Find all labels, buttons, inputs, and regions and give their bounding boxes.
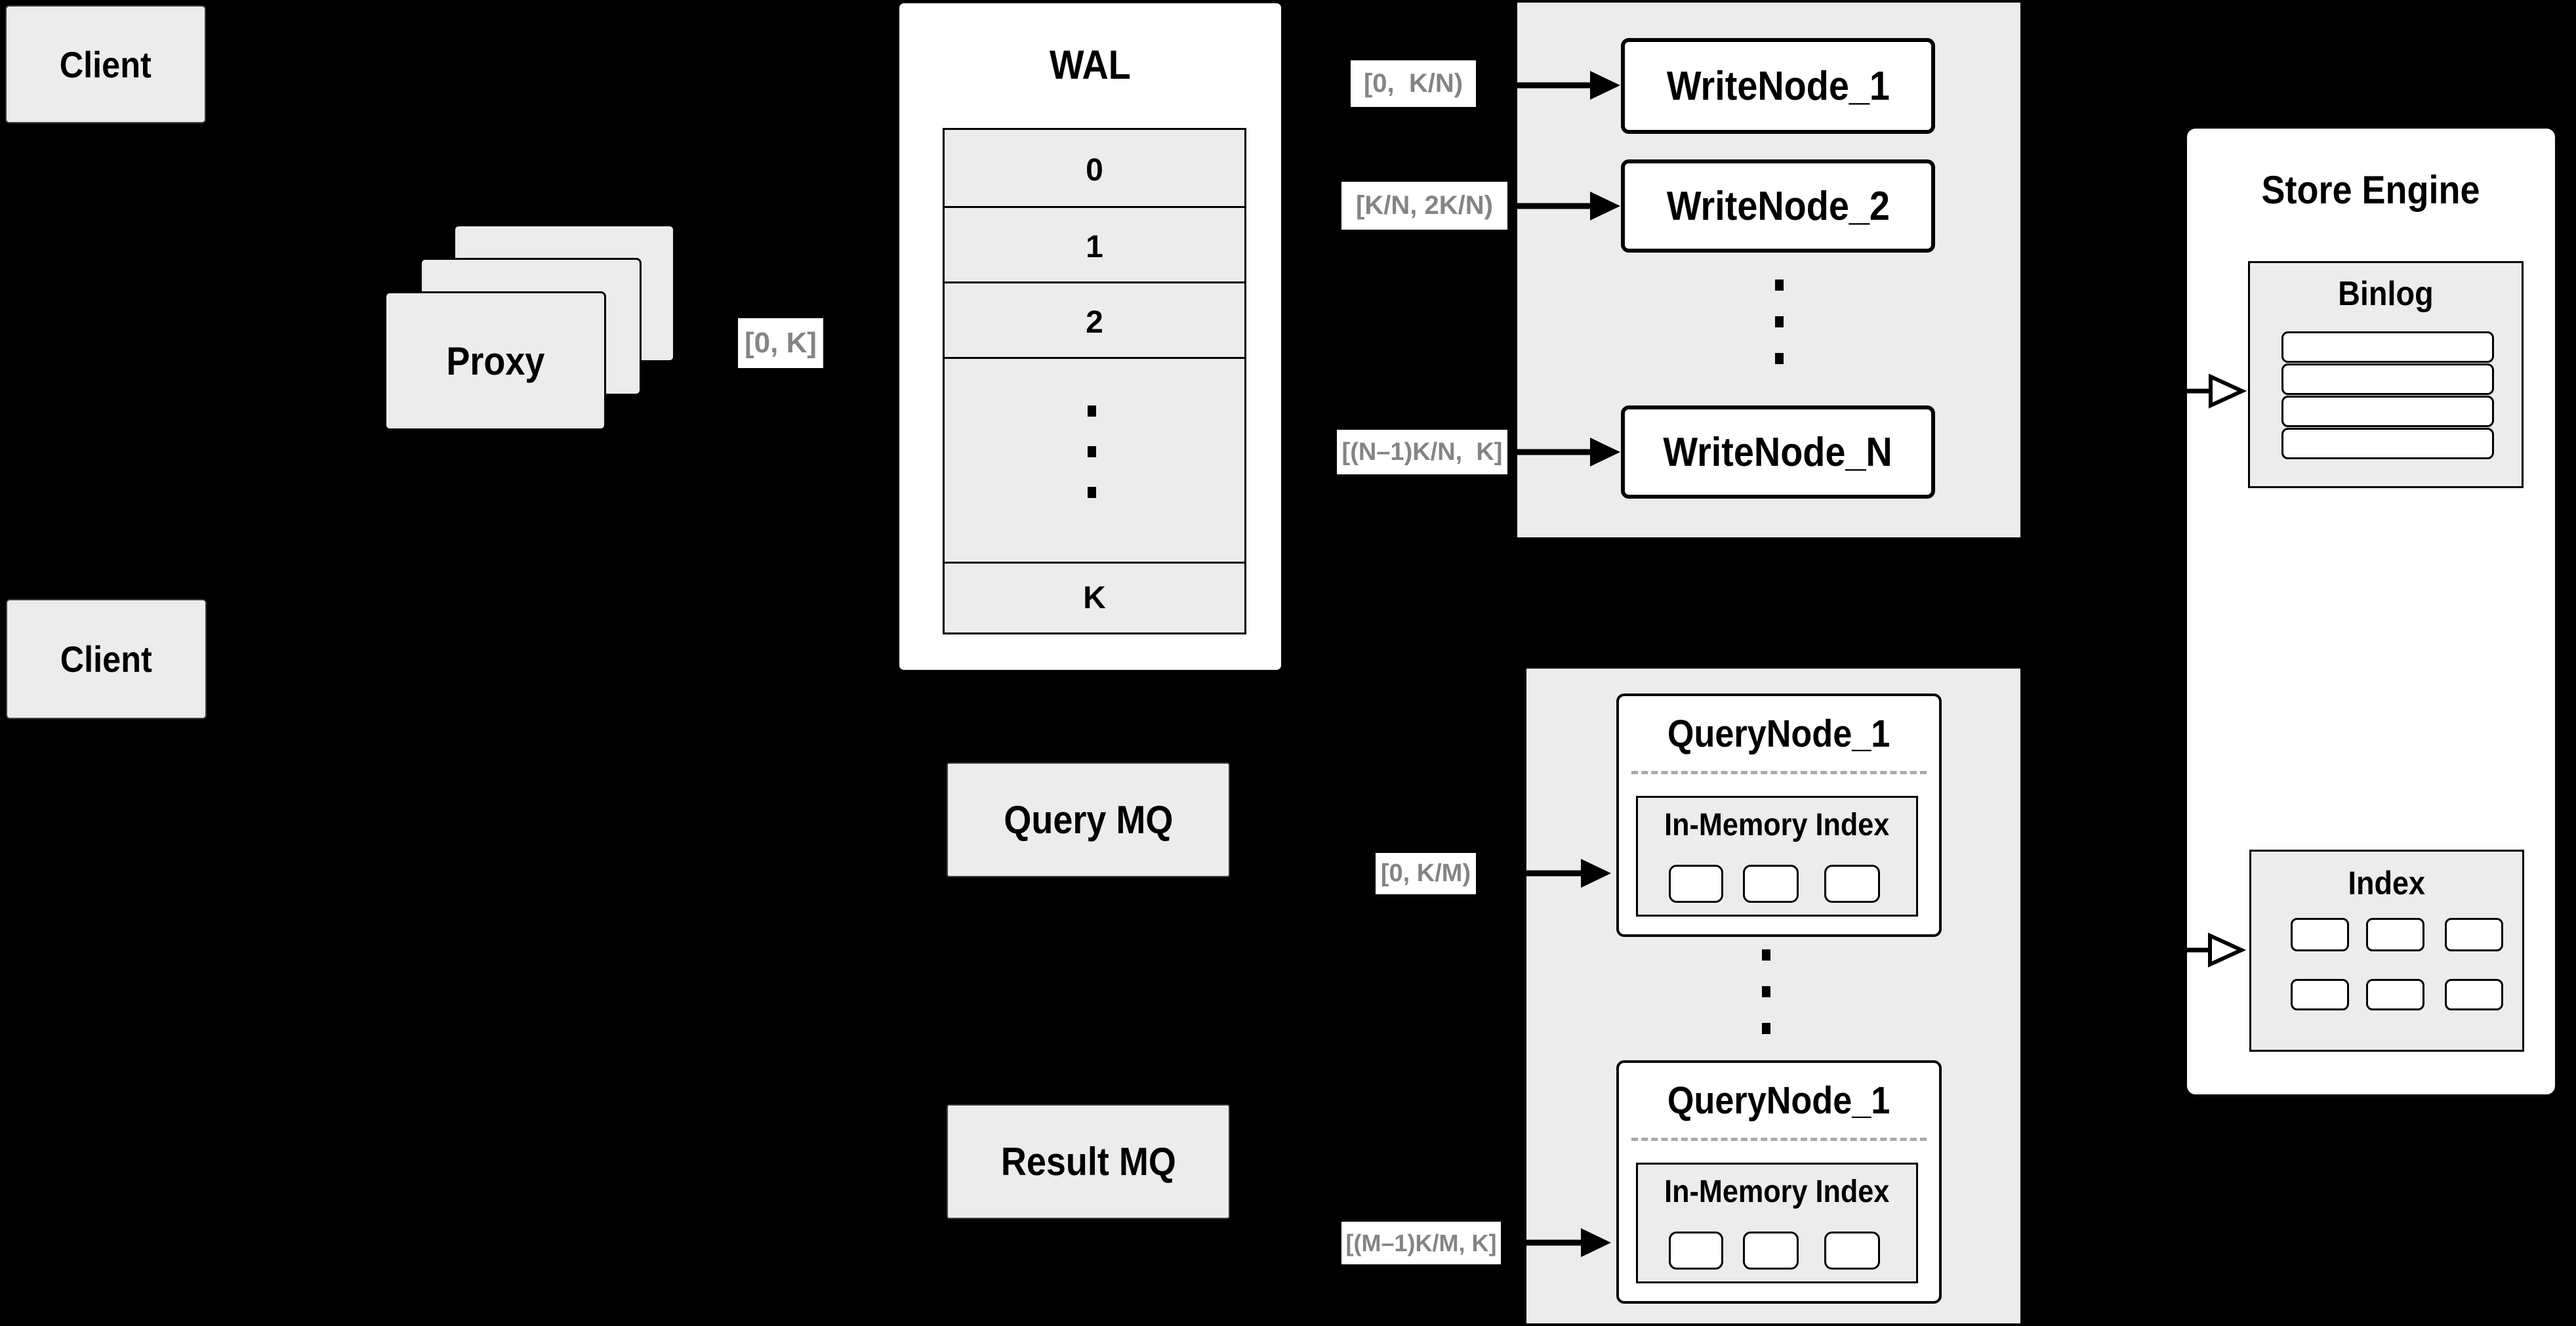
proxy-label: Proxy	[445, 339, 545, 383]
wal-row-1: 1	[943, 206, 1246, 287]
store-engine-title-wrap: Store Engine	[2185, 161, 2557, 218]
query-mq-label: Query MQ	[1003, 798, 1174, 842]
query-node-m-title-wrap: QueryNode_1	[1616, 1075, 1942, 1125]
write-node-2-box: WriteNode_2	[1621, 159, 1935, 253]
range-label-query-1: [0, K/M)	[1376, 853, 1476, 894]
result-mq-box: Result MQ	[947, 1104, 1230, 1219]
range-label-write-1: [0, K/N)	[1351, 60, 1476, 107]
inmemory-segment	[1743, 1232, 1799, 1270]
query-node-m-title: QueryNode_1	[1667, 1079, 1891, 1122]
index-title: Index	[2348, 865, 2426, 901]
binlog-title: Binlog	[2338, 275, 2434, 313]
wal-row-k: K	[943, 562, 1246, 634]
query-node-1-divider	[1631, 771, 1927, 774]
wal-ellipsis-dot	[1088, 446, 1096, 457]
client-box-bottom: Client	[6, 599, 207, 719]
wal-row-k-label: K	[1083, 581, 1106, 615]
wal-row-2: 2	[943, 281, 1246, 363]
range-label-write-n: [(N–1)K/N, K]	[1337, 430, 1507, 474]
index-cell	[2366, 918, 2424, 951]
index-cell	[2445, 918, 2503, 951]
wal-title: WAL	[1050, 42, 1131, 88]
query-ellipsis-dot	[1762, 1023, 1770, 1034]
client-box-top: Client	[5, 5, 206, 123]
inmemory-segment	[1824, 1232, 1880, 1270]
binlog-row	[2281, 428, 2494, 459]
write-node-n-label: WriteNode_N	[1663, 429, 1893, 475]
query-node-1-title: QueryNode_1	[1667, 712, 1891, 755]
write-node-1-label: WriteNode_1	[1666, 63, 1890, 109]
index-cell	[2445, 979, 2503, 1010]
write-ellipsis-dot	[1775, 316, 1784, 327]
binlog-row	[2281, 363, 2494, 395]
query-ellipsis-dot	[1762, 986, 1770, 997]
range-label-write-2: [K/N, 2K/N)	[1341, 182, 1507, 230]
index-cell	[2291, 918, 2349, 951]
query-mq-box: Query MQ	[947, 762, 1230, 877]
wal-row-2-label: 2	[1086, 304, 1103, 340]
inmemory-segment	[1669, 1232, 1723, 1270]
inmemory-index-m-title: In-Memory Index	[1664, 1174, 1890, 1209]
client-bottom-label: Client	[60, 638, 153, 680]
wal-title-wrap: WAL	[897, 37, 1283, 93]
wal-row-0-label: 0	[1086, 152, 1103, 188]
inmemory-index-1-title: In-Memory Index	[1664, 807, 1890, 842]
write-ellipsis-dot	[1775, 280, 1784, 291]
query-ellipsis-dot	[1762, 949, 1770, 961]
inmemory-index-m-title-wrap: In-Memory Index	[1636, 1171, 1918, 1212]
binlog-row	[2281, 331, 2494, 363]
inmemory-segment	[1743, 865, 1799, 903]
write-ellipsis-dot	[1775, 353, 1784, 364]
inmemory-segment	[1669, 865, 1723, 903]
wal-row-ellipsis	[943, 357, 1246, 568]
inmemory-index-1-title-wrap: In-Memory Index	[1636, 804, 1918, 845]
range-label-query-m: [(M–1)K/M, K]	[1341, 1222, 1501, 1264]
inmemory-segment	[1824, 865, 1880, 903]
binlog-title-wrap: Binlog	[2248, 270, 2524, 318]
index-cell	[2291, 979, 2349, 1010]
wal-row-1-label: 1	[1086, 229, 1103, 264]
proxy-box: Proxy	[384, 291, 606, 430]
client-top-label: Client	[59, 43, 152, 85]
query-node-1-title-wrap: QueryNode_1	[1616, 709, 1942, 758]
wal-row-0: 0	[943, 128, 1246, 212]
write-node-1-box: WriteNode_1	[1621, 38, 1935, 134]
wal-ellipsis-dot	[1088, 487, 1096, 498]
index-cell	[2366, 979, 2424, 1010]
range-label-proxy-out: [0, K]	[738, 318, 823, 368]
wal-ellipsis-dot	[1088, 405, 1096, 417]
query-node-m-divider	[1631, 1138, 1927, 1141]
index-title-wrap: Index	[2249, 861, 2524, 905]
binlog-row	[2281, 396, 2494, 427]
store-engine-title: Store Engine	[2261, 167, 2481, 212]
result-mq-label: Result MQ	[1000, 1140, 1176, 1184]
write-node-n-box: WriteNode_N	[1621, 405, 1935, 499]
write-node-2-label: WriteNode_2	[1666, 183, 1890, 229]
